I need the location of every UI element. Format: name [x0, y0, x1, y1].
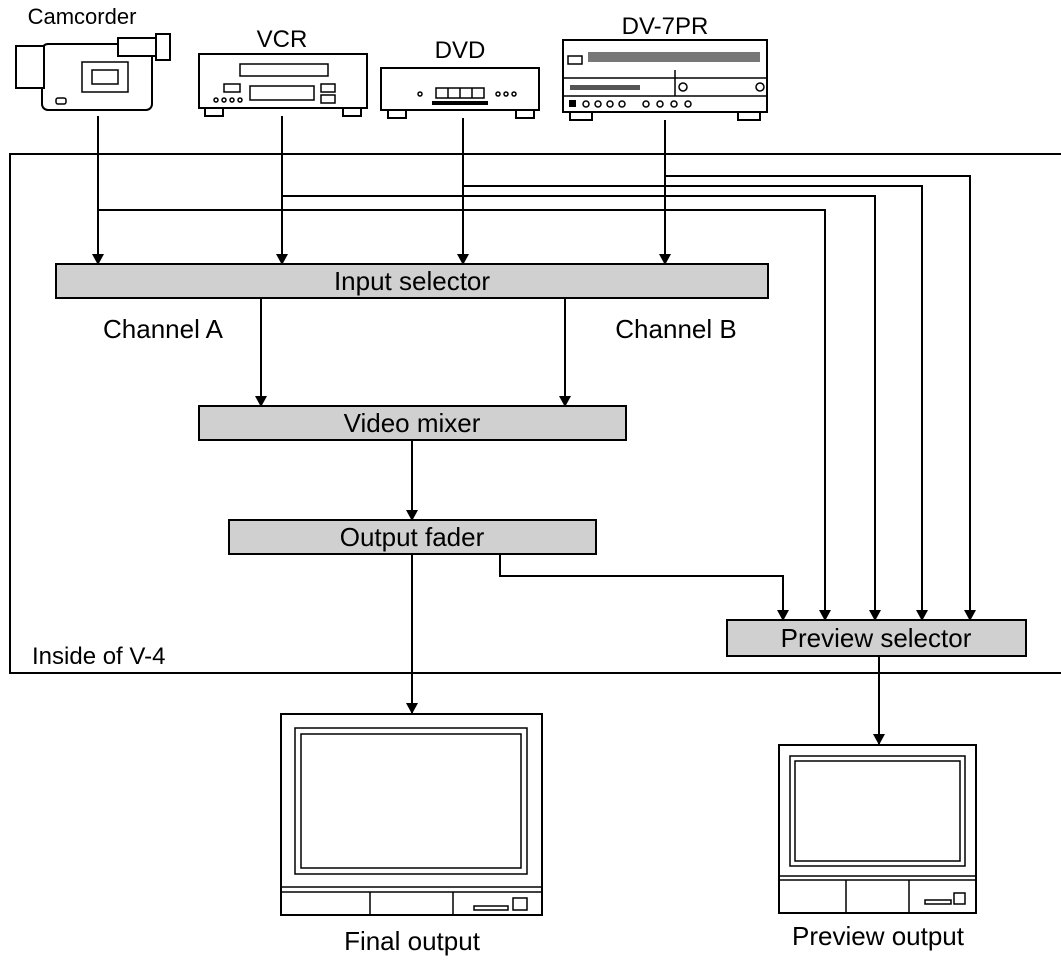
enclosure-label: Inside of V-4: [32, 643, 165, 670]
dvd-label: DVD: [435, 37, 486, 64]
preview-monitor-icon: [778, 744, 977, 914]
final-output-label: Final output: [344, 926, 481, 956]
output-fader-block: [228, 519, 597, 555]
v4-enclosure-frame: [9, 153, 1061, 674]
camcorder-icon: [15, 33, 171, 111]
vcr-icon: [198, 53, 368, 117]
channel-a-label: Channel A: [103, 314, 224, 344]
source-wiring: [92, 116, 976, 621]
output-fader-label: Output fader: [340, 522, 485, 552]
preview-selector-label: Preview selector: [781, 623, 972, 653]
channel-b-label: Channel B: [615, 314, 736, 344]
monitor-icon: [280, 713, 543, 916]
preview-output-label: Preview output: [792, 921, 965, 951]
video-mixer-label: Video mixer: [344, 408, 481, 438]
preview-selector-block: [726, 619, 1027, 657]
vcr-label: VCR: [257, 26, 308, 53]
dvd-player-icon: [380, 67, 540, 119]
dv-recorder-icon: [562, 39, 768, 121]
dv7pr-label: DV-7PR: [622, 13, 709, 40]
camcorder-label: Camcorder: [28, 4, 137, 29]
fader-to-preview-wire: [499, 554, 789, 621]
input-selector-block: [55, 263, 769, 299]
input-selector-label: Input selector: [334, 266, 490, 296]
